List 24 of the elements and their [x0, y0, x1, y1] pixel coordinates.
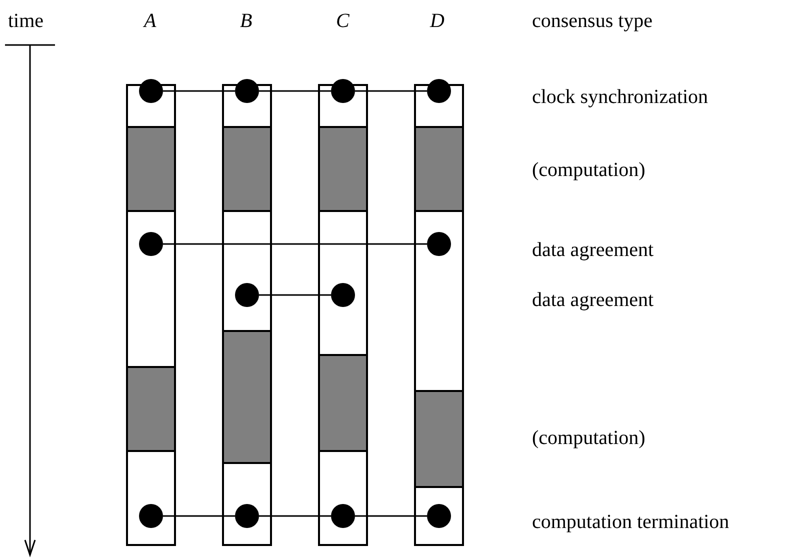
connector-line — [355, 90, 427, 92]
event-dot — [427, 79, 451, 103]
connector-line — [163, 90, 235, 92]
event-dot — [331, 79, 355, 103]
connector-line — [355, 515, 427, 517]
phase-label: (computation) — [532, 427, 646, 449]
connector-line — [163, 515, 235, 517]
column-header: D — [430, 10, 444, 32]
column-header: B — [240, 10, 252, 32]
connector-line — [163, 243, 427, 245]
event-dot — [139, 79, 163, 103]
column-header: A — [144, 10, 156, 32]
column-heading: consensus type — [532, 10, 653, 32]
column-header: C — [336, 10, 350, 32]
phase-label: computation termination — [532, 511, 730, 533]
time-label: time — [8, 10, 44, 32]
phase-label: (computation) — [532, 159, 646, 181]
connector-line — [259, 294, 331, 296]
phase-label: clock synchronization — [532, 86, 708, 108]
connector-line — [259, 90, 331, 92]
phase-label: data agreement — [532, 239, 654, 261]
phase-label: data agreement — [532, 289, 654, 311]
event-dot — [235, 79, 259, 103]
connector-line — [259, 515, 331, 517]
